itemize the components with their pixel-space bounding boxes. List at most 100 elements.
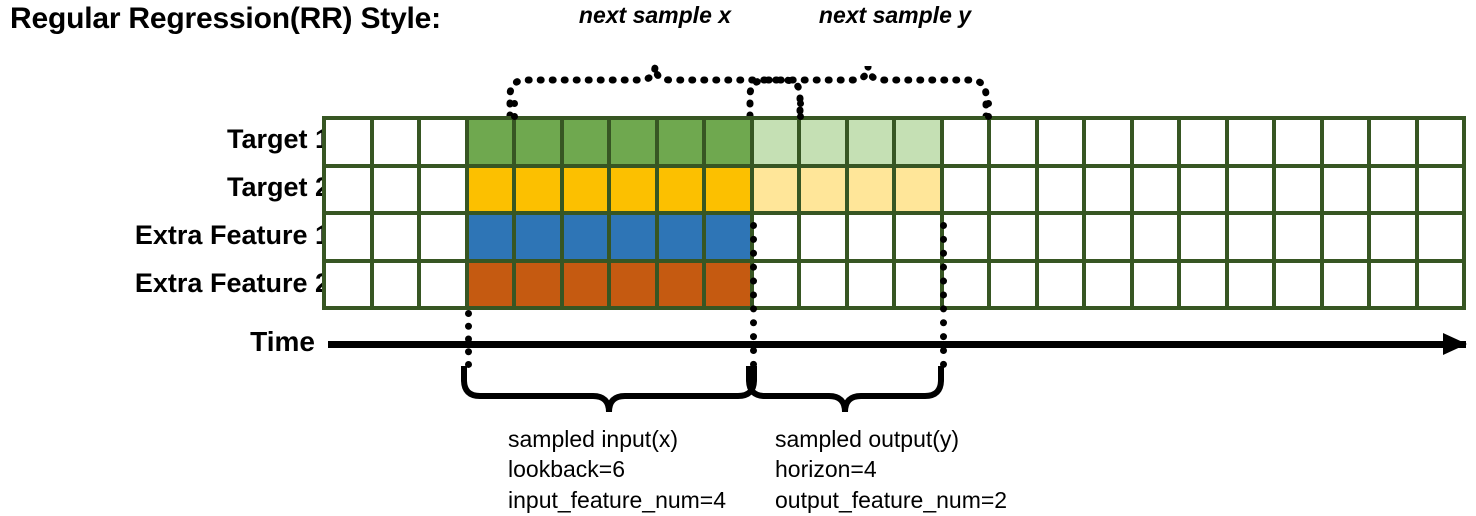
grid-cell-r2-c6 [563, 167, 607, 211]
grid-cell-r4-c24 [1418, 262, 1462, 306]
sampled-input-line-3: input_feature_num=4 [508, 486, 727, 513]
next-sample-y-label: next sample y [818, 2, 972, 28]
grid-cell-r2-c1 [326, 167, 370, 211]
grid-cell-r4-c2 [373, 262, 417, 306]
grid-cell-r3-c15 [991, 215, 1035, 259]
grid-cell-r3-c16 [1038, 215, 1082, 259]
grid-cell-r3-c13 [896, 215, 940, 259]
sampled-output-line-2: horizon=4 [775, 456, 877, 483]
grid-cell-r1-c5 [516, 120, 560, 164]
grid-cell-r1-c19 [1181, 120, 1225, 164]
grid-cell-r3-c17 [1086, 215, 1130, 259]
grid-cell-r3-c20 [1228, 215, 1272, 259]
grid-cell-r1-c15 [991, 120, 1035, 164]
grid-cell-r2-c9 [706, 167, 750, 211]
grid-cell-r3-c11 [801, 215, 845, 259]
grid-cell-r3-c18 [1133, 215, 1177, 259]
next-sample-x-label: next sample x [578, 2, 732, 28]
grid-cell-r1-c21 [1276, 120, 1320, 164]
guide-line-input-start-top [511, 100, 518, 120]
grid-cell-r3-c1 [326, 215, 370, 259]
sampled-input-brace [461, 366, 757, 413]
grid-cell-r2-c2 [373, 167, 417, 211]
sampled-output-caption: sampled output(y) horizon=4 output_featu… [775, 424, 1007, 515]
row-label-target-2: Target 2 [226, 172, 330, 202]
grid-cell-r2-c24 [1418, 167, 1462, 211]
grid-cell-r1-c4 [468, 120, 512, 164]
grid-cell-r4-c9 [706, 262, 750, 306]
grid-cell-r4-c1 [326, 262, 370, 306]
grid-cell-r3-c23 [1371, 215, 1415, 259]
grid-cell-r2-c19 [1181, 167, 1225, 211]
grid-cell-r4-c10 [753, 262, 797, 306]
grid-cell-r4-c22 [1323, 262, 1367, 306]
grid-cell-r1-c3 [421, 120, 465, 164]
next-sample-y-brace [746, 65, 990, 120]
grid-cell-r1-c14 [943, 120, 987, 164]
grid-cell-r3-c19 [1181, 215, 1225, 259]
grid-cell-r2-c13 [896, 167, 940, 211]
grid-cell-r1-c1 [326, 120, 370, 164]
next-sample-x-brace [506, 65, 804, 120]
row-label-extra-feature-2: Extra Feature 2 [134, 268, 330, 298]
grid-cell-r2-c16 [1038, 167, 1082, 211]
guide-line-input-end [750, 222, 757, 368]
grid-cell-r2-c20 [1228, 167, 1272, 211]
page-title: Regular Regression(RR) Style: [10, 2, 441, 35]
time-axis-arrow-icon [1443, 333, 1467, 355]
guide-line-input-start-bottom [465, 310, 472, 368]
grid-cell-r2-c10 [753, 167, 797, 211]
grid-cell-r1-c6 [563, 120, 607, 164]
grid-cell-r2-c23 [1371, 167, 1415, 211]
grid-cell-r4-c3 [421, 262, 465, 306]
timeline-grid [322, 116, 1466, 310]
grid-cell-r1-c11 [801, 120, 845, 164]
grid-cell-r1-c24 [1418, 120, 1462, 164]
grid-cell-r4-c8 [658, 262, 702, 306]
grid-cell-r1-c17 [1086, 120, 1130, 164]
grid-cell-r3-c10 [753, 215, 797, 259]
grid-cell-r3-c2 [373, 215, 417, 259]
grid-cell-r2-c8 [658, 167, 702, 211]
grid-cell-r3-c21 [1276, 215, 1320, 259]
grid-cell-r4-c6 [563, 262, 607, 306]
row-label-target-1: Target 1 [226, 124, 330, 154]
grid-cell-r3-c7 [611, 215, 655, 259]
grid-cell-r4-c11 [801, 262, 845, 306]
grid-cell-r1-c23 [1371, 120, 1415, 164]
grid-cell-r4-c18 [1133, 262, 1177, 306]
grid-cell-r2-c5 [516, 167, 560, 211]
grid-cell-r1-c20 [1228, 120, 1272, 164]
grid-cell-r1-c2 [373, 120, 417, 164]
guide-line-output-end-top [985, 100, 992, 120]
grid-cell-r4-c13 [896, 262, 940, 306]
grid-cell-r2-c7 [611, 167, 655, 211]
grid-cell-r4-c12 [848, 262, 892, 306]
grid-cell-r4-c19 [1181, 262, 1225, 306]
grid-cell-r1-c12 [848, 120, 892, 164]
grid-cell-r2-c12 [848, 167, 892, 211]
grid-cell-r4-c17 [1086, 262, 1130, 306]
grid-cell-r3-c5 [516, 215, 560, 259]
grid-cell-r2-c21 [1276, 167, 1320, 211]
sampled-output-brace [746, 366, 944, 413]
grid-cell-r1-c16 [1038, 120, 1082, 164]
grid-cell-r1-c18 [1133, 120, 1177, 164]
grid-cell-r2-c18 [1133, 167, 1177, 211]
grid-cell-r4-c21 [1276, 262, 1320, 306]
grid-cell-r1-c9 [706, 120, 750, 164]
guide-line-xy-boundary-top [797, 100, 804, 120]
grid-cell-r4-c20 [1228, 262, 1272, 306]
grid-cell-r3-c22 [1323, 215, 1367, 259]
grid-cell-r3-c12 [848, 215, 892, 259]
grid-cell-r4-c15 [991, 262, 1035, 306]
sampled-input-line-1: sampled input(x) [508, 426, 679, 452]
grid-cell-r3-c14 [943, 215, 987, 259]
grid-cell-r1-c8 [658, 120, 702, 164]
grid-cell-r4-c16 [1038, 262, 1082, 306]
grid-cell-r4-c4 [468, 262, 512, 306]
row-label-extra-feature-1: Extra Feature 1 [134, 220, 330, 250]
grid-cell-r3-c6 [563, 215, 607, 259]
sampled-input-caption: sampled input(x) lookback=6 input_featur… [508, 424, 726, 515]
